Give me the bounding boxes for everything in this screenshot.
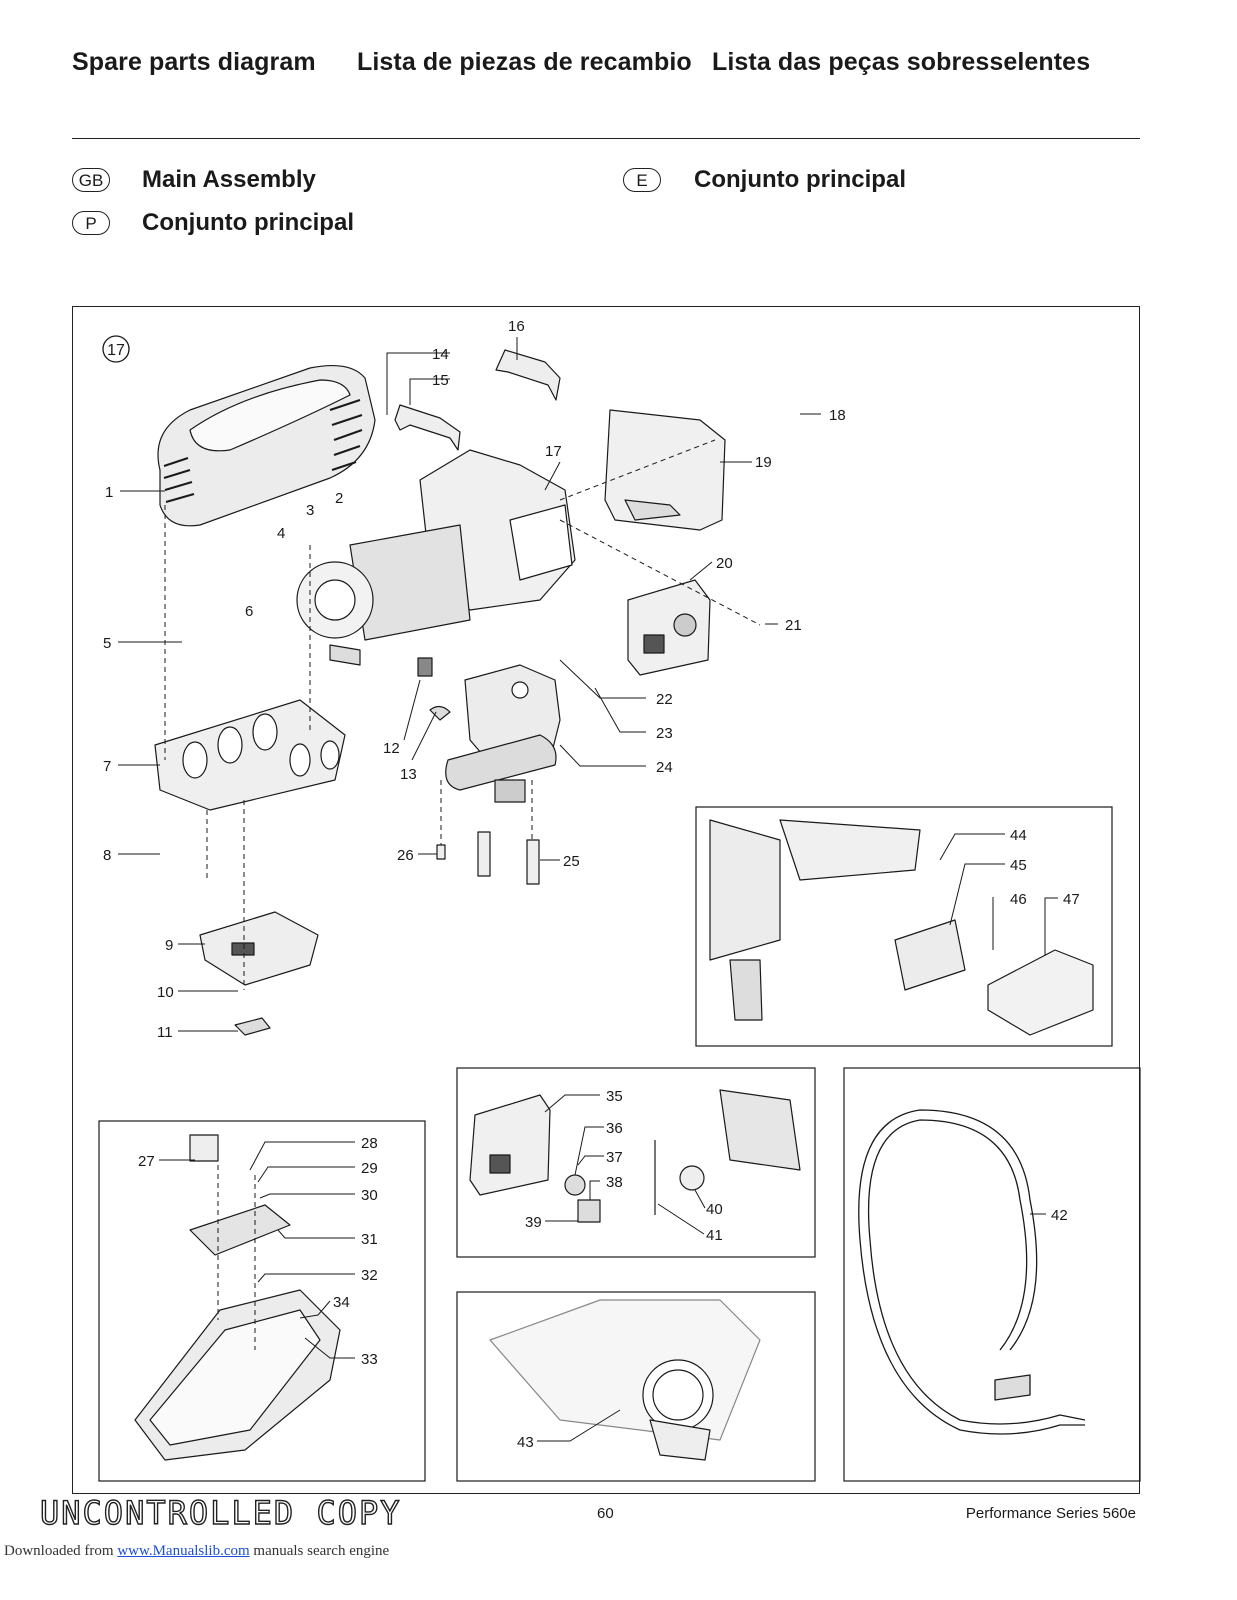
part-13	[429, 705, 451, 721]
callout-10: 10	[157, 984, 174, 1001]
callout-6: 6	[245, 603, 253, 620]
callout-45: 45	[1010, 857, 1027, 874]
callout-34: 34	[333, 1294, 350, 1311]
part-handle-15	[394, 404, 461, 451]
callout-43: 43	[517, 1434, 534, 1451]
callout-35: 35	[606, 1088, 623, 1105]
lang-badge-e: E	[623, 168, 661, 192]
callout-19: 19	[755, 454, 772, 471]
lang-badge-gb: GB	[72, 168, 110, 192]
inset-box-42	[843, 1067, 1141, 1482]
download-prefix: Downloaded from	[4, 1543, 118, 1559]
title-spanish: Lista de piezas de recambio	[357, 48, 692, 76]
callout-26: 26	[397, 847, 414, 864]
callout-2: 2	[335, 490, 343, 507]
inset-drawing-44-47	[709, 819, 1094, 1036]
part-clip	[234, 1017, 271, 1036]
callout-37: 37	[606, 1149, 623, 1166]
assembly-badge	[102, 335, 130, 363]
callout-40: 40	[706, 1201, 723, 1218]
assembly-lines	[164, 439, 761, 1350]
inset-drawing-42	[858, 1109, 1086, 1435]
callout-20: 20	[716, 555, 733, 572]
callout-17: 17	[545, 443, 562, 460]
section-title-e: Conjunto principal	[694, 166, 906, 193]
part-screw-26	[436, 844, 446, 860]
callout-3: 3	[306, 502, 314, 519]
callout-13: 13	[400, 766, 417, 783]
diagram-frame	[72, 306, 1140, 1494]
download-note: Downloaded from www.Manualslib.com manua…	[4, 1543, 389, 1560]
part-bolt-a	[477, 831, 491, 877]
callout-39: 39	[525, 1214, 542, 1231]
part-motor	[296, 524, 471, 666]
callout-33: 33	[361, 1351, 378, 1368]
inset-drawing-43	[489, 1299, 761, 1461]
callout-1: 1	[105, 484, 113, 501]
callout-30: 30	[361, 1187, 378, 1204]
callout-12: 12	[383, 740, 400, 757]
callout-24: 24	[656, 759, 673, 776]
callout-16: 16	[508, 318, 525, 335]
callout-15: 15	[432, 372, 449, 389]
part-handle-16	[495, 349, 561, 401]
part-rear-cover	[604, 409, 726, 531]
callout-41: 41	[706, 1227, 723, 1244]
part-cover-shroud	[157, 365, 376, 527]
title-english: Spare parts diagram	[72, 48, 316, 76]
watermark: UNCONTROLLED COPY	[39, 1493, 402, 1532]
callout-44: 44	[1010, 827, 1027, 844]
header-rule	[72, 138, 1140, 139]
callout-42: 42	[1051, 1207, 1068, 1224]
callout-31: 31	[361, 1231, 378, 1248]
part-pump-block	[445, 664, 561, 803]
callout-labels: 1 2 3 4 5 6 7 8 9 10 11 12 13 14 15 16 1…	[103, 318, 1080, 1451]
inset-drawing-35-41	[469, 1089, 801, 1223]
callout-21: 21	[785, 617, 802, 634]
part-control-panel	[627, 579, 711, 676]
model-name: Performance Series 560e	[965, 1505, 1136, 1522]
download-suffix: manuals search engine	[249, 1543, 390, 1559]
section-title-p: Conjunto principal	[142, 209, 354, 236]
page-number: 60	[597, 1505, 614, 1522]
part-base-tray	[154, 699, 346, 811]
assembly-badge-text: 17	[107, 342, 125, 359]
inset-box-44-47	[695, 806, 1113, 1047]
inset-box-27-34	[98, 1120, 426, 1482]
callout-5: 5	[103, 635, 111, 652]
callout-36: 36	[606, 1120, 623, 1137]
leader-lines	[118, 337, 1058, 1442]
callout-22: 22	[656, 691, 673, 708]
inset-drawing-27-34	[134, 1134, 341, 1461]
callout-14: 14	[432, 346, 449, 363]
inset-box-35-41	[456, 1067, 816, 1258]
title-portuguese: Lista das peças sobresselentes	[712, 48, 1091, 76]
callout-25: 25	[563, 853, 580, 870]
part-12	[417, 657, 433, 677]
callout-29: 29	[361, 1160, 378, 1177]
callout-38: 38	[606, 1174, 623, 1191]
callout-32: 32	[361, 1267, 378, 1284]
callout-11: 11	[157, 1024, 173, 1041]
callout-27: 27	[138, 1153, 155, 1170]
callout-8: 8	[103, 847, 111, 864]
part-tray-box	[199, 911, 319, 986]
callout-47: 47	[1063, 891, 1080, 908]
callout-18: 18	[829, 407, 846, 424]
section-title-gb: Main Assembly	[142, 166, 316, 193]
callout-7: 7	[103, 758, 111, 775]
callout-4: 4	[277, 525, 285, 542]
callout-23: 23	[656, 725, 673, 742]
callout-46: 46	[1010, 891, 1027, 908]
part-bolt-b	[526, 839, 540, 885]
lang-badge-p: P	[72, 211, 110, 235]
callout-9: 9	[165, 937, 173, 954]
manualslib-link[interactable]: www.Manualslib.com	[117, 1543, 250, 1559]
callout-28: 28	[361, 1135, 378, 1152]
inset-box-43	[456, 1291, 816, 1482]
